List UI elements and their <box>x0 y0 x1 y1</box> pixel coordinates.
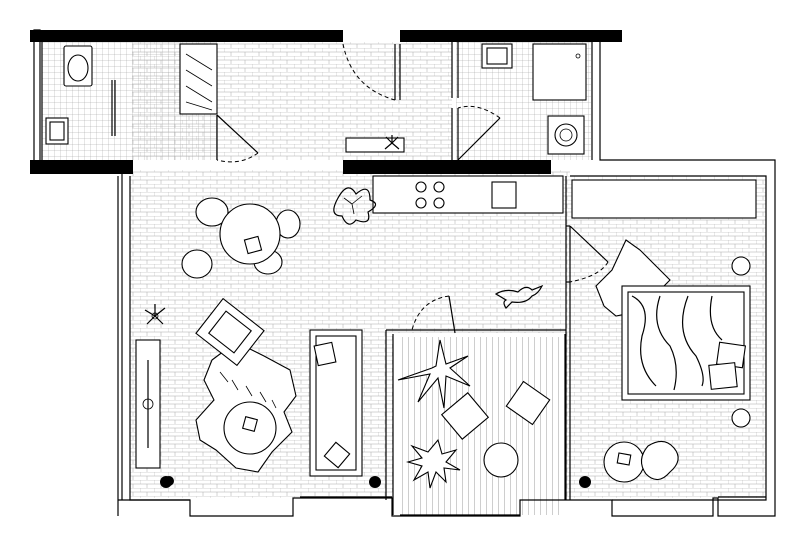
cooktop-burner-2 <box>433 181 445 193</box>
shower-drain <box>575 53 581 59</box>
bedroom-chair-icon <box>640 440 679 481</box>
bedroom-partition <box>565 176 571 500</box>
kitchen-sink-icon <box>491 181 517 209</box>
washing-machine-drum <box>554 123 578 147</box>
column-left <box>160 476 172 488</box>
bedroom-door-jamb <box>566 225 570 283</box>
hall-door-jamb <box>394 44 401 100</box>
balcony-deck <box>397 337 561 515</box>
washing-machine-inner <box>559 128 573 142</box>
cat-icon <box>494 284 544 309</box>
armchair-seat <box>208 310 252 354</box>
bedroom-inner-wall <box>570 175 767 501</box>
door-swing-bath <box>216 152 259 163</box>
door-swing-hall <box>342 43 396 101</box>
dining-table-icon <box>219 203 281 265</box>
door-swing-bedroom <box>569 261 609 283</box>
utility-left-wall <box>451 42 459 160</box>
cat-body <box>494 284 544 309</box>
balcony-chair-2 <box>505 380 551 426</box>
utility-sink-basin <box>486 47 508 65</box>
door-swing-utility <box>457 105 501 119</box>
column-right <box>579 476 591 488</box>
dining <box>181 187 377 279</box>
door-leaf-bath <box>216 114 259 154</box>
column-mid <box>369 476 381 488</box>
bath-bottom-wall <box>30 160 133 174</box>
cooktop-burner-1 <box>415 181 427 193</box>
bath-walls <box>41 42 218 160</box>
wardrobe-icon <box>571 179 757 219</box>
cooktop-burner-4 <box>433 197 445 209</box>
door-leaf-balcony <box>448 295 456 334</box>
sink-basin <box>49 121 65 141</box>
top-wall-right <box>400 30 622 42</box>
pillow-2 <box>708 362 738 390</box>
bed-blanket-folds <box>631 295 723 391</box>
thick-walls <box>30 30 622 488</box>
cabinet-hatch <box>185 53 213 111</box>
living-inner-wall <box>129 176 190 501</box>
dining-chair-1 <box>195 197 229 227</box>
utility-fixtures <box>481 43 587 155</box>
hall-bench <box>345 137 405 153</box>
cooktop-burner-3 <box>415 197 427 209</box>
dining-table-item <box>243 235 263 255</box>
shoe-cabinet <box>179 43 218 115</box>
door-swings <box>216 43 609 334</box>
top-wall-left <box>30 30 343 42</box>
bathroom-fixtures <box>45 43 218 145</box>
balcony-chair-1 <box>440 392 490 440</box>
nightstand-icon-1 <box>731 256 751 276</box>
star-plant-pot <box>151 312 159 320</box>
left-wall-top <box>33 29 41 165</box>
sofa-cushion-2 <box>323 441 351 469</box>
kitchen-counter <box>372 175 564 214</box>
tv-console-knob <box>142 398 154 410</box>
dining-chair-3 <box>181 249 213 279</box>
balcony <box>397 339 551 489</box>
small-plant-icon <box>384 135 400 150</box>
door-leaf-bedroom <box>569 225 609 263</box>
plant-pot-icon <box>333 187 377 225</box>
living <box>135 297 363 477</box>
coffee-table-item <box>241 415 259 433</box>
balcony-table-icon <box>483 442 519 478</box>
shower-tray-icon <box>532 43 587 101</box>
side-table-item <box>616 452 632 466</box>
balcony-walls <box>385 329 566 515</box>
sofa-cushion-1 <box>313 341 337 367</box>
nightstand-icon-2 <box>731 408 751 428</box>
partitions <box>41 42 766 516</box>
palm-plant-icon <box>397 339 471 409</box>
star-plant-icon <box>144 304 166 325</box>
plant-veins <box>343 195 363 215</box>
toilet-icon <box>67 54 89 82</box>
door-leaf-utility <box>457 117 501 161</box>
bush-plant-icon <box>405 438 461 489</box>
kitchen-top-wall <box>343 160 551 174</box>
shower-glass <box>111 80 116 136</box>
kitchen <box>345 135 564 214</box>
rug-texture <box>219 371 277 427</box>
bedroom <box>571 179 757 483</box>
